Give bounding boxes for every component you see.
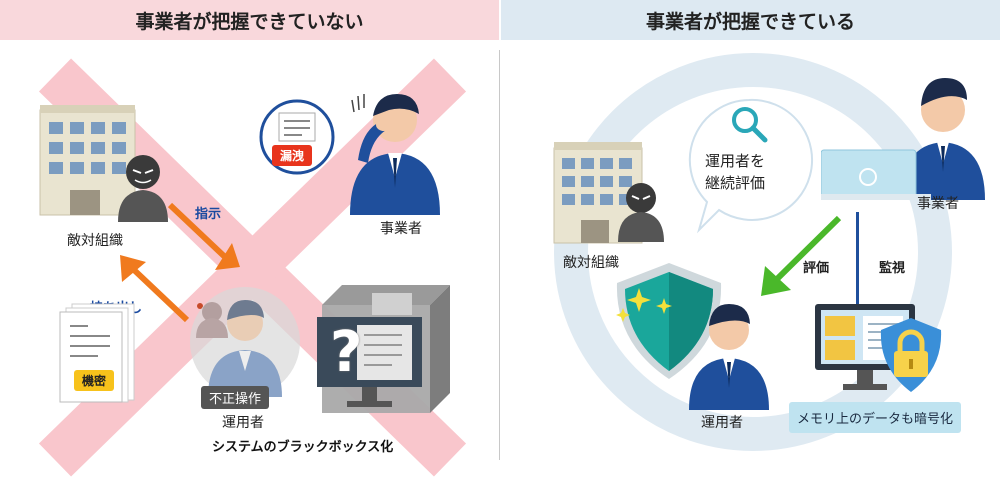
evaluation-arrow-icon xyxy=(761,215,842,296)
evaluation-label: 評価 xyxy=(803,261,830,276)
blackbox-monitor-icon xyxy=(317,285,450,413)
blackbox-label: システムのブラックボックス化 xyxy=(212,440,394,455)
operator-company-label: 事業者 xyxy=(380,221,422,237)
instruction-arrow-icon xyxy=(167,202,240,270)
right-title: 事業者が把握できている xyxy=(501,0,1000,40)
monitoring-line xyxy=(856,212,859,310)
leak-badge: 漏洩 xyxy=(272,145,313,166)
left-panel: 事業者が把握できていない 敵対組織 指示 持ち出し xyxy=(0,0,499,481)
hacker-icon xyxy=(618,183,664,242)
left-title: 事業者が把握できていない xyxy=(0,0,499,40)
hostile-org-label-right: 敵対組織 xyxy=(563,255,619,271)
distressed-businessman-icon xyxy=(350,94,440,215)
operator-label: 運用者 xyxy=(222,415,264,431)
bubble-line2: 継続評価 xyxy=(705,174,766,192)
memory-encryption-badge: メモリ上のデータも暗号化 xyxy=(789,402,962,433)
operator-figure-icon xyxy=(190,287,300,397)
operator-company-label-right: 事業者 xyxy=(917,196,959,212)
businessman-laptop-icon xyxy=(821,78,985,200)
hostile-org-label: 敵対組織 xyxy=(67,233,123,249)
bubble-line1: 運用者を xyxy=(705,152,766,170)
right-panel: 事業者が把握できている 敵対組織 運用者を 継続評価 xyxy=(501,0,1000,481)
panel-divider xyxy=(499,50,500,460)
take-out-arrow-icon xyxy=(120,255,190,323)
magnifier-icon xyxy=(732,107,768,143)
question-icon: ? xyxy=(330,320,363,385)
monitoring-label: 監視 xyxy=(879,261,906,276)
shield-icon xyxy=(616,263,722,379)
hacker-icon xyxy=(118,155,168,222)
fraud-op-badge: 不正操作 xyxy=(201,386,270,409)
confidential-badge: 機密 xyxy=(74,370,115,391)
lock-icon xyxy=(880,318,942,392)
operator-figure-icon xyxy=(689,304,769,410)
cycle-ring-icon xyxy=(554,53,952,451)
instruction-label: 指示 xyxy=(195,207,222,222)
operator-label-right: 運用者 xyxy=(701,415,743,431)
building-icon xyxy=(39,105,136,216)
speech-bubble-icon xyxy=(688,98,813,234)
